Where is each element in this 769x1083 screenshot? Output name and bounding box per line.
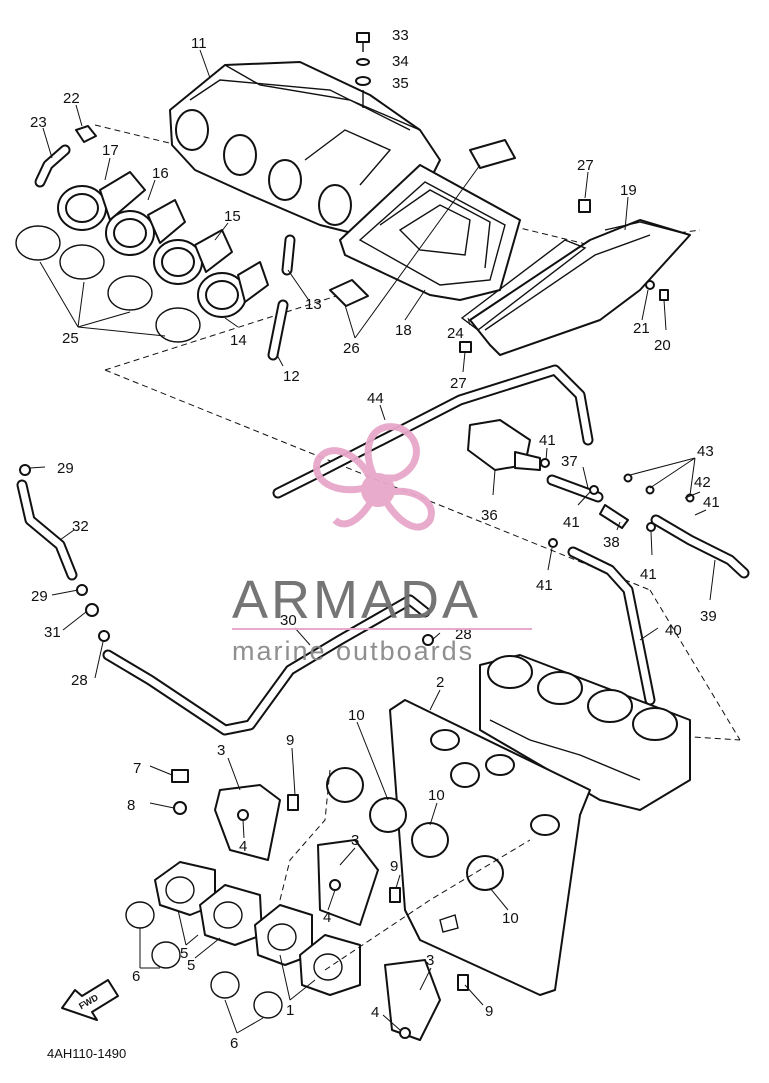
callout-27-top: 27 — [577, 157, 594, 174]
air-box-assembly — [15, 32, 741, 741]
callout-44: 44 — [367, 390, 384, 407]
callout-24: 24 — [447, 325, 464, 342]
callout-16: 16 — [152, 165, 169, 182]
callout-10-a: 10 — [348, 707, 365, 724]
callout-22: 22 — [63, 90, 80, 107]
callout-3-c: 3 — [426, 952, 434, 969]
callout-3-b: 3 — [351, 832, 359, 849]
carburetors — [479, 654, 691, 811]
callout-4-c: 4 — [371, 1004, 379, 1021]
callout-31: 31 — [44, 624, 61, 641]
callout-43: 43 — [697, 443, 714, 460]
callout-41-b: 41 — [703, 494, 720, 511]
propeller-hub — [361, 473, 395, 507]
air-box-cover — [169, 61, 441, 236]
callout-32: 32 — [72, 518, 89, 535]
callout-10-c: 10 — [502, 910, 519, 927]
callout-26: 26 — [343, 340, 360, 357]
callout-7: 7 — [133, 760, 141, 777]
callout-19: 19 — [620, 182, 637, 199]
propeller-blade-left — [313, 447, 374, 494]
callout-39: 39 — [700, 608, 717, 625]
callout-35: 35 — [392, 75, 409, 92]
callout-36: 36 — [481, 507, 498, 524]
hose-clamps — [15, 225, 201, 343]
callout-9-a: 9 — [286, 732, 294, 749]
callout-21: 21 — [633, 320, 650, 337]
gasket — [460, 239, 587, 331]
callout-labels: 11 33 34 35 22 23 17 16 15 27 19 25 14 1… — [30, 27, 720, 1052]
callout-41-d: 41 — [536, 577, 553, 594]
propeller-blade-top — [364, 423, 420, 482]
callout-29-bottom: 29 — [31, 588, 48, 605]
callout-4-b: 4 — [323, 909, 331, 926]
callout-1: 1 — [286, 1002, 294, 1019]
callout-38: 38 — [603, 534, 620, 551]
callout-9-c: 9 — [485, 1003, 493, 1020]
callout-5-b: 5 — [187, 957, 195, 974]
watermark-name: ARMADA — [232, 570, 481, 630]
propeller-blade-bottom — [332, 498, 376, 528]
callout-23: 23 — [30, 114, 47, 131]
callout-18: 18 — [395, 322, 412, 339]
callout-41-c: 41 — [563, 514, 580, 531]
propeller-blade-right — [380, 487, 435, 531]
callout-17: 17 — [102, 142, 119, 159]
callout-30: 30 — [280, 612, 297, 629]
air-induction-system — [16, 419, 750, 736]
cutoff-valve — [467, 419, 541, 471]
air-duct — [469, 219, 691, 356]
callout-33: 33 — [392, 27, 409, 44]
heat-shield-plate — [389, 699, 591, 996]
watermark-subtitle: marine outboards — [232, 636, 474, 666]
callout-28-right: 28 — [455, 626, 472, 643]
propeller-logo-icon — [313, 423, 435, 531]
clamps-10 — [326, 767, 504, 891]
callout-4-a: 4 — [239, 838, 247, 855]
callout-6-a: 6 — [132, 968, 140, 985]
callout-15: 15 — [224, 208, 241, 225]
callout-5-a: 5 — [180, 945, 188, 962]
callout-37: 37 — [561, 453, 578, 470]
callout-8: 8 — [127, 797, 135, 814]
bolt-stack — [355, 32, 371, 108]
callout-14: 14 — [230, 332, 247, 349]
callout-41-a: 41 — [539, 432, 556, 449]
watermark: ARMADA marine outboards — [232, 423, 532, 666]
callout-40: 40 — [665, 622, 682, 639]
cap — [75, 125, 97, 143]
callout-27-bottom: 27 — [450, 375, 467, 392]
forward-arrow: FWD — [61, 979, 119, 1021]
callout-29-top: 29 — [57, 460, 74, 477]
callout-34: 34 — [392, 53, 409, 70]
leader-lines — [29, 49, 716, 1034]
callout-28-left: 28 — [71, 672, 88, 689]
callout-25: 25 — [62, 330, 79, 347]
callout-20: 20 — [654, 337, 671, 354]
carburetor-assembly — [125, 654, 691, 1041]
joints-and-brackets — [171, 769, 469, 1041]
callout-42: 42 — [694, 474, 711, 491]
callout-2: 2 — [436, 674, 444, 691]
callout-11: 11 — [191, 35, 207, 52]
callout-41-e: 41 — [640, 566, 657, 583]
callout-13: 13 — [305, 296, 322, 313]
callout-9-b: 9 — [390, 858, 398, 875]
drawing-code: 4AH110-1490 — [47, 1046, 126, 1061]
callout-3-a: 3 — [217, 742, 225, 759]
intake-joints — [57, 171, 269, 318]
callout-12: 12 — [283, 368, 300, 385]
callout-10-b: 10 — [428, 787, 445, 804]
air-box-case — [339, 164, 521, 301]
callout-6-b: 6 — [230, 1035, 238, 1052]
